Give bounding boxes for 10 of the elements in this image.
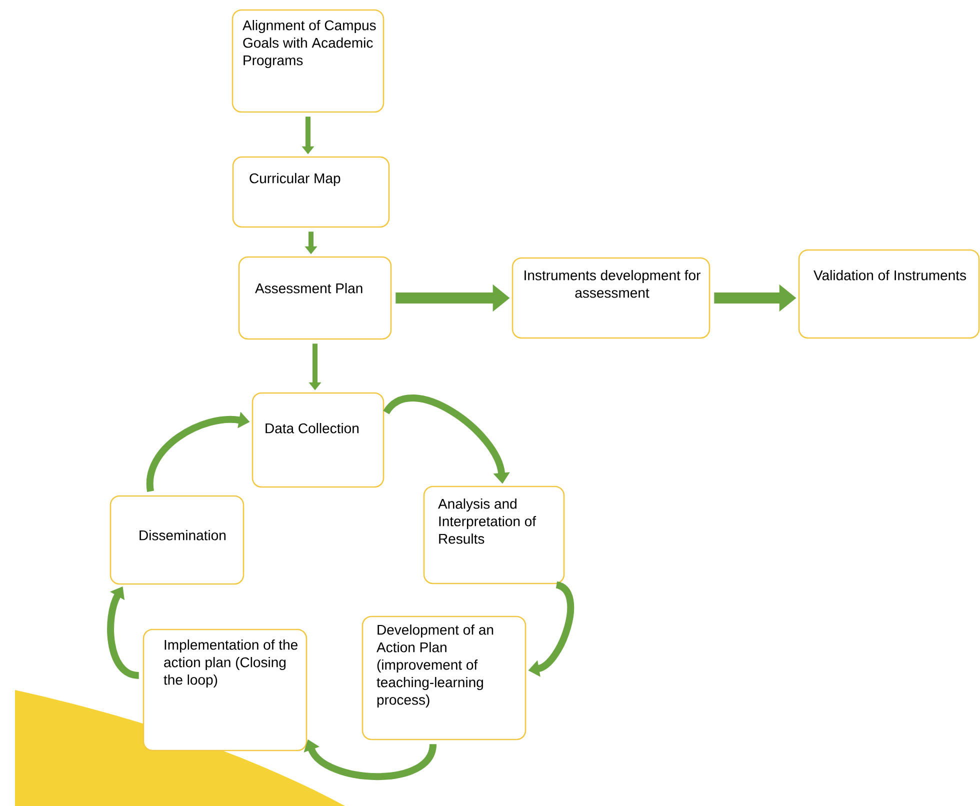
- process-box: Analysis and Interpretation of Results: [423, 486, 565, 584]
- process-box: Dissemination: [110, 495, 244, 585]
- process-box: Alignment of Campus Goals with Academic Programs: [232, 9, 384, 113]
- process-box: Data Collection: [252, 392, 384, 488]
- process-box: Assessment Plan: [238, 256, 392, 340]
- process-box: Curricular Map: [232, 156, 390, 228]
- process-box: Validation of Instruments: [798, 249, 980, 339]
- process-box: Implementation of the action plan (Closing the loop): [142, 628, 308, 752]
- process-box: Development of an Action Plan (improvement of teaching-learning process): [362, 616, 526, 740]
- process-box: Instruments development for assessment: [512, 257, 710, 339]
